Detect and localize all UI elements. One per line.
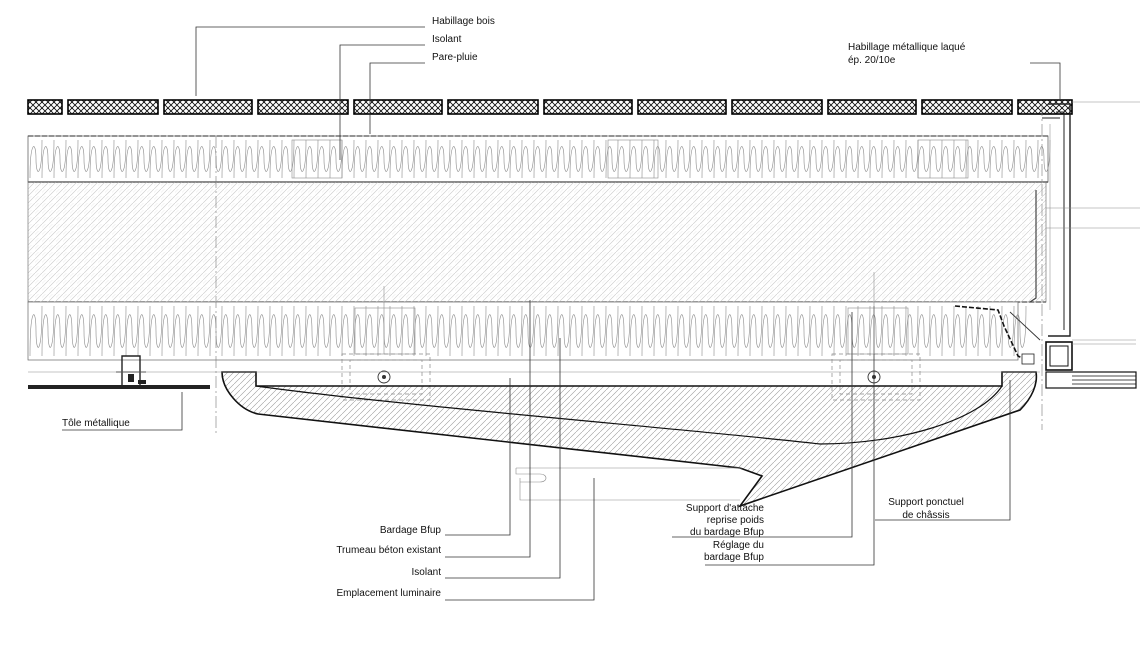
wood-board [921, 99, 1013, 115]
lower-insulation-layer [27, 301, 1027, 361]
existing-concrete-pier [27, 181, 1047, 303]
metal-sheet [28, 355, 210, 389]
label-pare-pluie: Pare-pluie [432, 52, 478, 63]
wood-board [731, 99, 823, 115]
label-trumeau-beton: Trumeau béton existant [336, 545, 441, 556]
label-tole-metallique: Tôle métallique [62, 418, 130, 429]
label-habillage-metal-2: ép. 20/10e [848, 55, 896, 66]
wood-board [257, 99, 349, 115]
leader-lines [62, 26, 1061, 601]
label-support-attache-2: reprise poids [707, 515, 764, 526]
wood-cladding-boards [27, 99, 1073, 115]
wood-board [447, 99, 539, 115]
label-isolant-top: Isolant [432, 34, 462, 45]
label-reglage-2: bardage Bfup [704, 552, 764, 563]
axis-lines [28, 101, 1140, 434]
wood-board [27, 99, 63, 115]
wood-board [637, 99, 727, 115]
bfup-cladding-panel [221, 371, 1038, 508]
luminaire-housing [515, 467, 742, 501]
label-support-ponctuel-2: de châssis [902, 510, 949, 521]
label-support-attache-1: Support d'attache [686, 503, 765, 514]
wood-board [67, 99, 159, 115]
label-habillage-bois: Habillage bois [432, 16, 495, 27]
label-bardage-bfup: Bardage Bfup [380, 525, 442, 536]
wood-board [827, 99, 917, 115]
label-support-ponctuel-1: Support ponctuel [888, 497, 964, 508]
label-support-attache-3: du bardage Bfup [690, 527, 764, 538]
label-emplacement-luminaire: Emplacement luminaire [337, 588, 442, 599]
wood-board [163, 99, 253, 115]
wood-board [353, 99, 443, 115]
label-habillage-metal-1: Habillage métallique laqué [848, 42, 966, 53]
label-isolant-bottom: Isolant [412, 567, 442, 578]
label-reglage-1: Réglage du [713, 540, 764, 551]
wood-board [543, 99, 633, 115]
upper-insulation-layer [27, 135, 1051, 183]
u-bracket-icon [121, 355, 141, 385]
window-frame-assembly [954, 103, 1137, 389]
labels: Habillage bois Isolant Pare-pluie Habill… [62, 16, 966, 599]
